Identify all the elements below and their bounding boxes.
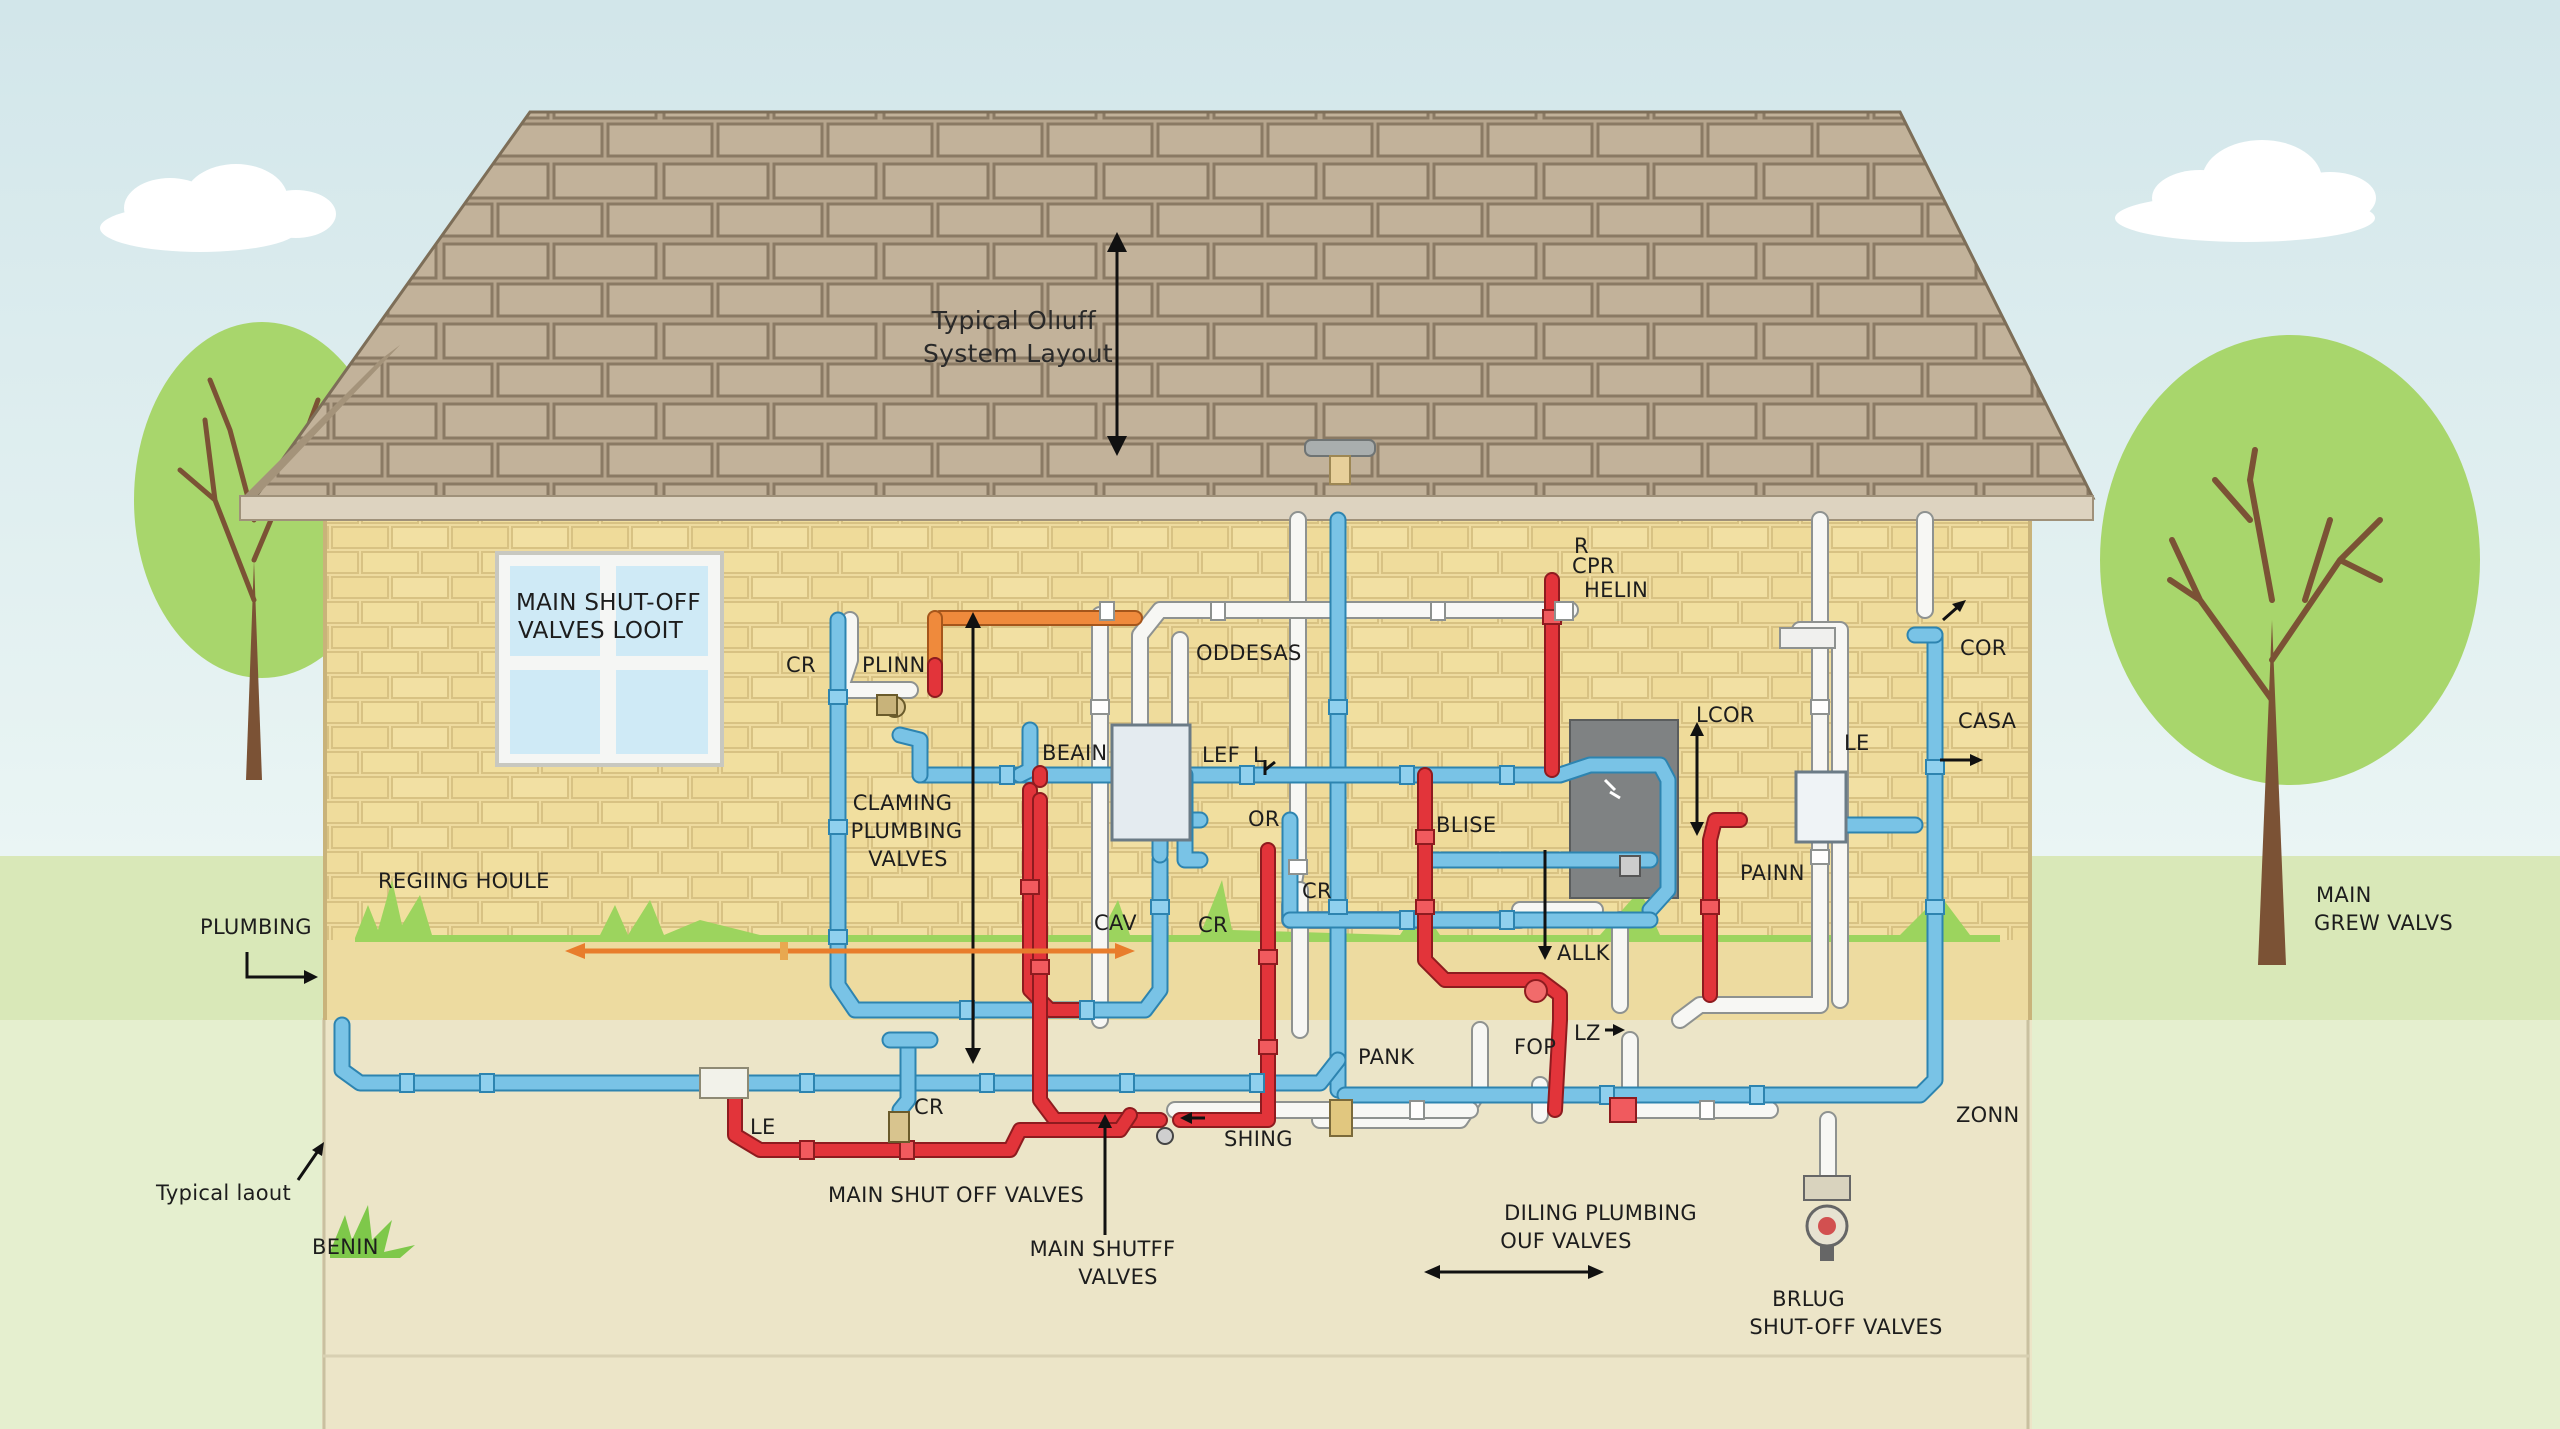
label-helin: HELIN <box>1584 578 1648 602</box>
label-casa: CASA <box>1958 709 2017 733</box>
label-main-grew-line-2: GREW VALVS <box>2314 911 2453 935</box>
label-shing: SHING <box>1224 1127 1293 1151</box>
label-main-shutff-line-1: MAIN SHUTFF <box>1030 1237 1176 1261</box>
label-cpr: CPR <box>1572 554 1615 578</box>
label-zonn: ZONN <box>1956 1103 2020 1127</box>
valves <box>699 627 1851 1261</box>
label-cr-bottom: CR <box>914 1095 944 1119</box>
roof-eave <box>239 495 2094 521</box>
label-pank: PANK <box>1358 1045 1415 1069</box>
flow-arrow-orange <box>565 942 1135 960</box>
roof <box>252 110 2096 500</box>
label-allk: ALLK <box>1557 941 1611 965</box>
label-claming-line-3: VALVES <box>868 847 948 871</box>
label-le-right: LE <box>1844 731 1870 755</box>
label-main-grew: MAIN GREW VALVS <box>2314 883 2453 935</box>
pipe-network <box>333 511 1945 1261</box>
label-lz: LZ <box>1574 1021 1601 1045</box>
window-label: MAIN SHUT-OFF VALVES LOOIT <box>516 590 709 644</box>
roof-vent <box>1304 439 1376 485</box>
label-painn: PAINN <box>1740 861 1805 885</box>
cloud-left <box>100 164 336 252</box>
labels: Typical Olıuff System Layout MAIN SHUT-O… <box>155 306 2453 1339</box>
roof-title-line-1: Typical Olıuff <box>931 306 1097 335</box>
arrows <box>245 232 1983 1279</box>
label-le-bottom: LE <box>750 1115 776 1139</box>
window-label-line-1: MAIN SHUT-OFF <box>516 590 701 616</box>
label-lef: LEF <box>1202 743 1240 767</box>
basement-plant <box>330 1205 415 1258</box>
label-brlug-line-1: BRLUG <box>1772 1287 1845 1311</box>
label-cav: CAV <box>1094 911 1137 935</box>
label-brlug: BRLUG SHUT-OFF VALVES <box>1749 1287 1942 1339</box>
label-main-shutff-line-2: VALVES <box>1078 1265 1158 1289</box>
roof-title-line-2: System Layout <box>923 339 1113 368</box>
label-fop: FOP <box>1514 1035 1556 1059</box>
label-main-shutff: MAIN SHUTFF VALVES <box>1030 1237 1183 1289</box>
roof-left-overhang <box>240 345 400 500</box>
label-main-grew-line-1: MAIN <box>2316 883 2372 907</box>
label-blise: BLISE <box>1436 813 1496 837</box>
label-benin: BENIN <box>312 1235 379 1259</box>
label-plumbing: PLUMBING <box>200 915 312 939</box>
label-cr-mid: CR <box>1302 879 1332 903</box>
label-brlug-line-2: SHUT-OFF VALVES <box>1749 1315 1942 1339</box>
label-or: OR <box>1248 807 1280 831</box>
label-beain: BEAIN <box>1042 741 1107 765</box>
label-diling-line-2: OUF VALVES <box>1500 1229 1631 1253</box>
label-r: R <box>1574 534 1589 558</box>
roof-title: Typical Olıuff System Layout <box>923 306 1113 368</box>
window <box>495 551 724 767</box>
label-diling-line-1: DILING PLUMBING <box>1504 1201 1697 1225</box>
label-main-shut-off: MAIN SHUT OFF VALVES <box>828 1183 1084 1207</box>
label-claming-line-2: PLUMBING <box>851 819 963 843</box>
label-lcor: LCOR <box>1696 703 1755 727</box>
tree-right <box>2100 335 2480 965</box>
label-plinn: PLINN <box>862 653 925 677</box>
label-claming-line-1: CLAMING <box>853 791 953 815</box>
label-diling: DILING PLUMBING OUF VALVES <box>1500 1201 1704 1253</box>
label-typical-laout: Typical laout <box>155 1181 291 1205</box>
label-cr-low: CR <box>1198 913 1228 937</box>
window-label-line-2: VALVES LOOIT <box>518 618 684 644</box>
label-cr-top-left: CR <box>786 653 816 677</box>
label-l: L <box>1253 743 1265 767</box>
cloud-right <box>2115 140 2376 242</box>
label-oddesas: ODDESAS <box>1196 641 1302 665</box>
label-regiing-houle: REGIING HOULE <box>378 869 550 893</box>
label-cor: COR <box>1960 636 2007 660</box>
label-claming: CLAMING PLUMBING VALVES <box>851 791 970 871</box>
